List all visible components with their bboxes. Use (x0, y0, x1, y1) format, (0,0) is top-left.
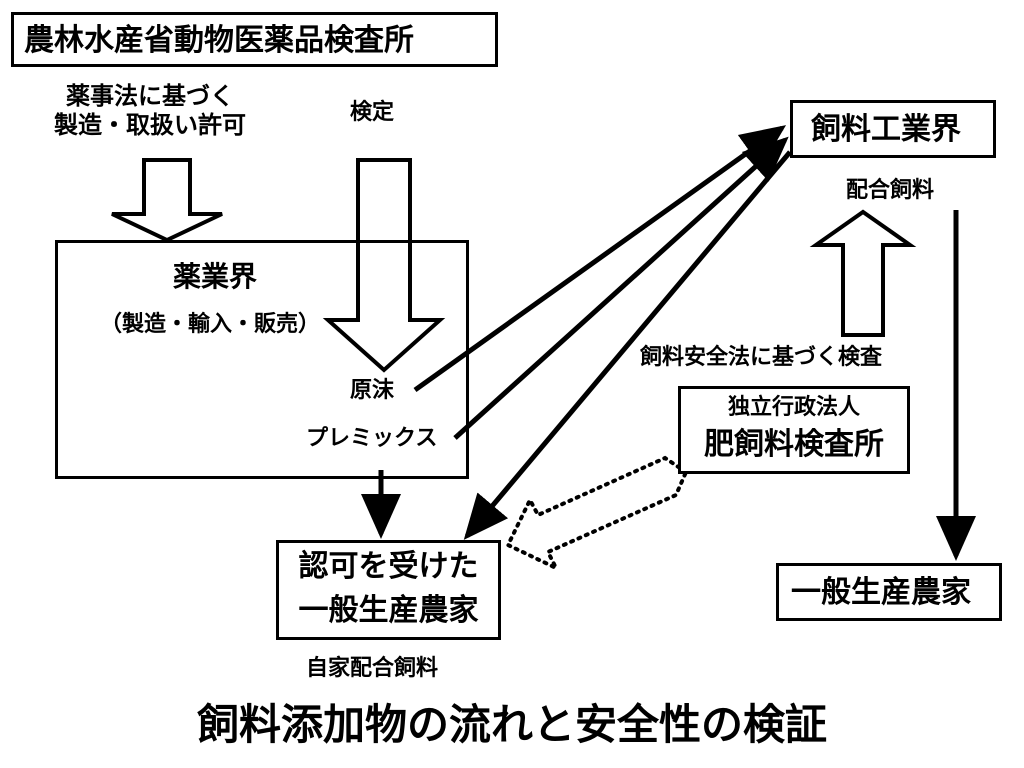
pharma-industry-box (55, 240, 469, 479)
feed-industry-to-licensed-farmer-arrow (463, 150, 792, 540)
famic-line1: 独立行政法人 (727, 395, 860, 420)
pharma-permit-label: 薬事法に基づく 製造・取扱い許可 (30, 82, 270, 140)
agency-box: 農林水産省動物医薬品検査所 (11, 12, 498, 67)
licensed-farmer-line1: 認可を受けた (298, 549, 479, 584)
licensed-farmer-box: 認可を受けた 一般生産農家 (276, 540, 501, 640)
compound-feed-label: 配合飼料 (846, 178, 935, 203)
feed-safety-label: 飼料安全法に基づく検査 (640, 345, 883, 370)
inspection-block-arrow (322, 158, 446, 373)
famic-dotted-arrow (505, 455, 689, 573)
bulk-to-feed-industry-arrow (413, 125, 787, 393)
general-farmer-label: 一般生産農家 (791, 575, 971, 610)
pharma-industry-subtitle: （製造・輸入・販売） (99, 312, 320, 337)
inspection-label: 検定 (350, 100, 395, 125)
bulk-label: 原沫 (350, 378, 395, 403)
premix-to-feed-industry-arrow (453, 136, 789, 440)
pharma-industry-title: 薬業界 (172, 260, 257, 293)
licensed-farmer-line2: 一般生産農家 (298, 593, 479, 628)
pharma-permit-line1: 薬事法に基づく (66, 82, 234, 110)
pharma-permit-line2: 製造・取扱い許可 (54, 110, 246, 139)
home-mix-label: 自家配合飼料 (306, 656, 439, 681)
general-farmer-box: 一般生産農家 (776, 563, 1002, 621)
premix-label: プレミックス (306, 426, 438, 451)
famic-line2: 肥飼料検査所 (704, 427, 884, 462)
feed-safety-block-arrow (809, 209, 917, 337)
permit-block-arrow (111, 158, 223, 243)
agency-label: 農林水産省動物医薬品検査所 (24, 23, 414, 58)
feed-industry-label: 飼料工業界 (811, 112, 961, 147)
main-title: 飼料添加物の流れと安全性の検証 (196, 700, 827, 749)
feed-industry-box: 飼料工業界 (790, 100, 996, 158)
famic-box: 独立行政法人 肥飼料検査所 (678, 386, 910, 474)
